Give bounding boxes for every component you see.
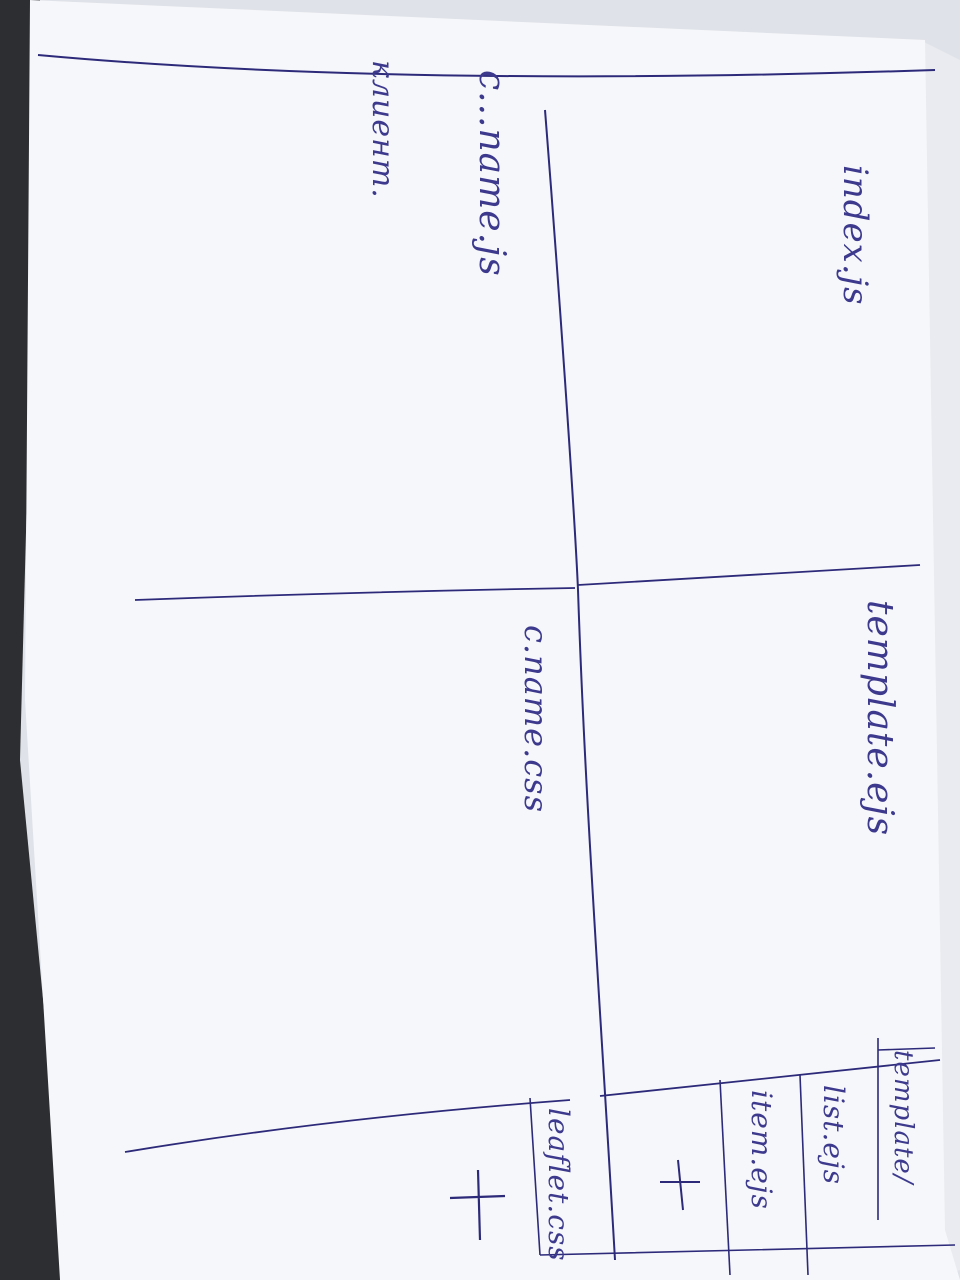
box-list bbox=[799, 1074, 809, 1276]
box-leaflet bbox=[529, 1097, 956, 1256]
vertical-rule-line bbox=[37, 54, 936, 78]
label-list-ejs: list.ejs bbox=[817, 1085, 850, 1186]
cross-line-top bbox=[577, 564, 921, 586]
paper-sheet bbox=[25, 0, 960, 1280]
label-c-name-js: c...name.js bbox=[471, 70, 512, 277]
label-template-ejs: template.ejs bbox=[859, 600, 900, 837]
label-item-ejs: item.ejs bbox=[745, 1090, 778, 1210]
horizontal-rule-line-main bbox=[544, 109, 616, 1261]
cross-line-bottom-right bbox=[599, 1059, 941, 1097]
cross-line-mid bbox=[134, 587, 576, 601]
label-leaflet-css: leaflet.css bbox=[542, 1108, 575, 1262]
label-template-dir: template/ bbox=[888, 1050, 918, 1185]
label-c-name-css: c.name.css bbox=[517, 625, 555, 813]
box-template-dir bbox=[877, 1038, 936, 1220]
plus-mark-1: + bbox=[666, 1160, 668, 1161]
cross-line-bottom-left bbox=[124, 1099, 571, 1153]
label-klient: клиент. bbox=[365, 60, 400, 199]
label-index-js: index.js bbox=[835, 165, 875, 306]
plus-mark-2-shape bbox=[449, 1169, 506, 1241]
box-item bbox=[719, 1079, 731, 1276]
plus-mark-2: + bbox=[466, 1175, 468, 1176]
plus-mark-1-shape bbox=[660, 1159, 700, 1211]
